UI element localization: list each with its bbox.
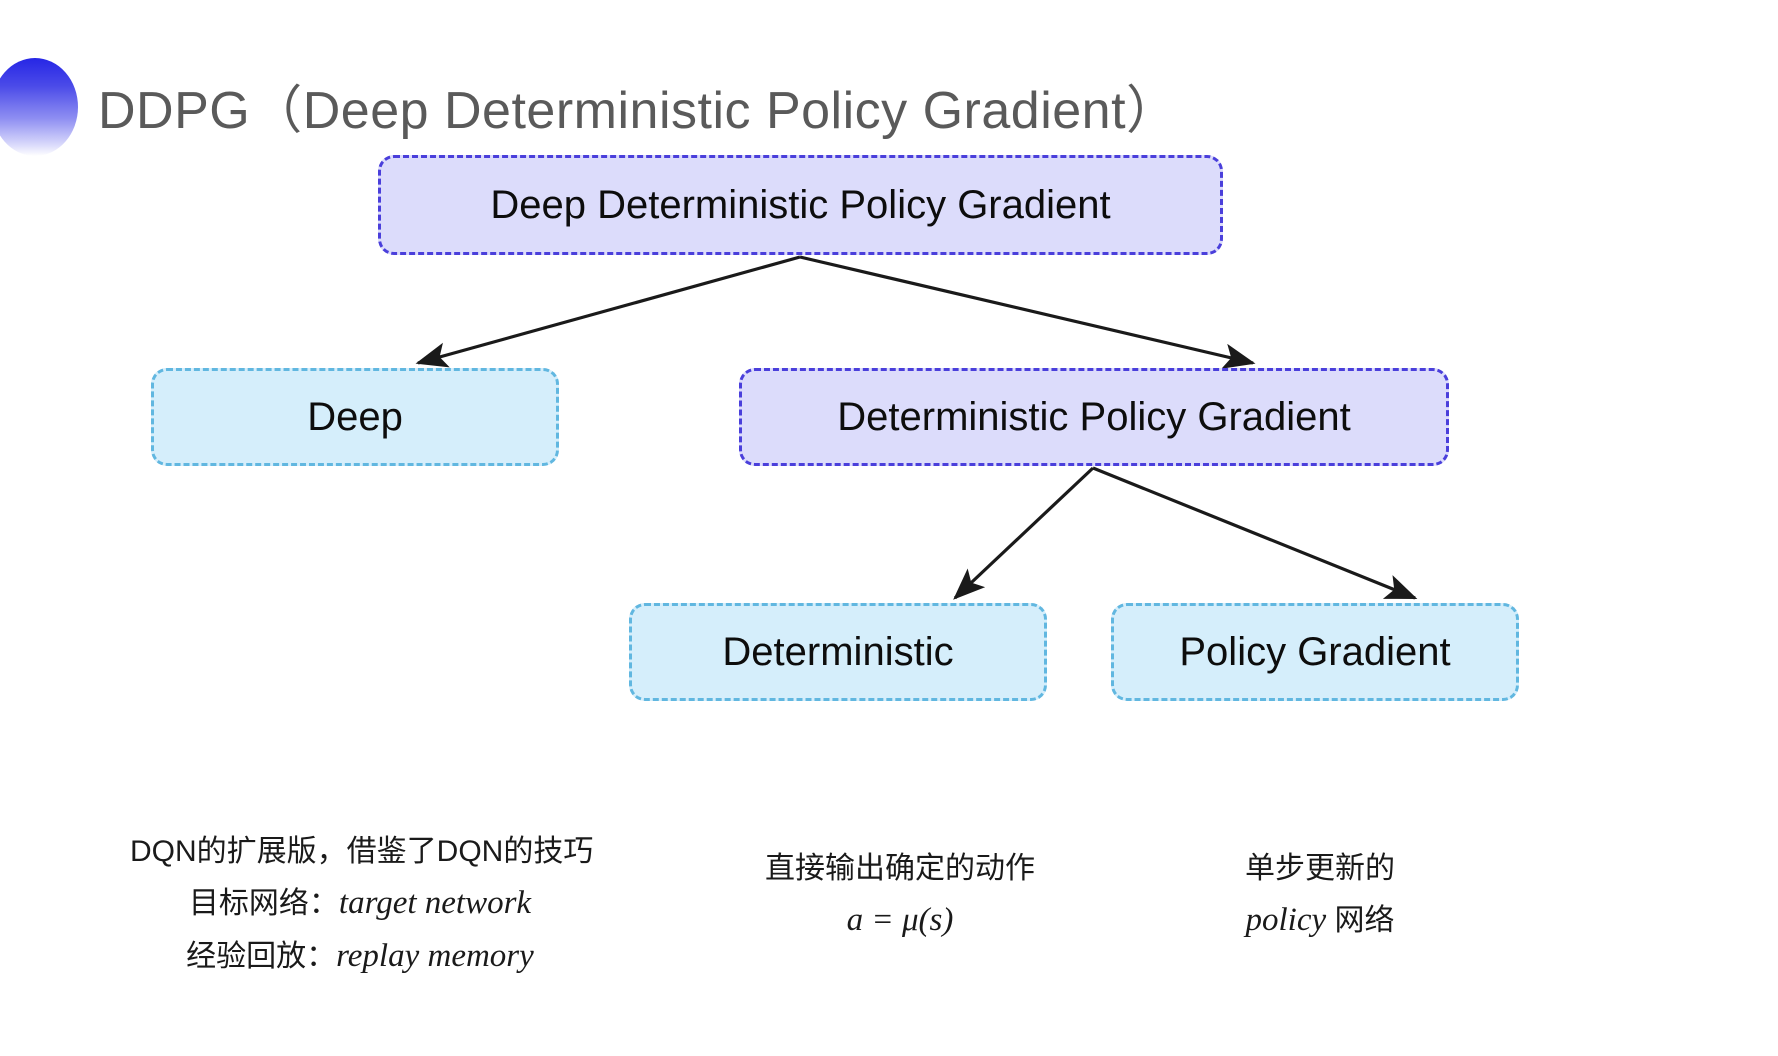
annotation-deterministic-line-1: 直接输出确定的动作	[765, 852, 1035, 885]
node-label: Deterministic Policy Gradient	[837, 395, 1351, 439]
gradient-half-ellipse-icon	[0, 58, 78, 156]
edge-root-to-dpg	[799, 255, 1256, 369]
annotation-policy-gradient-line-2: policy 网络	[1130, 894, 1510, 947]
annotation-deep: DQN的扩展版，借鉴了DQN的技巧 目标网络：target network 经验…	[130, 828, 594, 984]
edge-root-to-deep	[415, 255, 801, 368]
annotation-policy-gradient-term: policy	[1245, 901, 1327, 938]
annotation-deterministic-formula: a = μ(s)	[846, 901, 954, 938]
node-deep-deterministic-policy-gradient[interactable]: Deep Deterministic Policy Gradient	[378, 155, 1223, 255]
annotation-deep-line-2-label: 目标网络：	[188, 886, 339, 920]
node-label: Deterministic	[722, 630, 954, 674]
edge-dpg-to-policy-gradient	[1092, 466, 1418, 600]
annotation-deterministic: 直接输出确定的动作 a = μ(s)	[680, 845, 1120, 947]
annotation-deep-line-2: 目标网络：target network	[130, 877, 590, 930]
page-title: DDPG（Deep Deterministic Policy Gradient）	[98, 82, 1179, 140]
node-label: Deep Deterministic Policy Gradient	[490, 183, 1111, 227]
annotation-deep-line-1: DQN的扩展版，借鉴了DQN的技巧	[130, 835, 594, 868]
annotation-deep-line-3-label: 经验回放：	[186, 940, 337, 974]
node-deterministic[interactable]: Deterministic	[629, 603, 1047, 701]
annotation-deep-line-2-term: target network	[338, 884, 532, 921]
annotation-deep-line-3: 经验回放：replay memory	[130, 930, 590, 983]
annotation-policy-gradient: 单步更新的 policy 网络	[1130, 845, 1510, 947]
annotation-policy-gradient-line-1: 单步更新的	[1245, 852, 1395, 885]
annotation-deep-line-3-term: replay memory	[336, 938, 534, 975]
node-deterministic-policy-gradient[interactable]: Deterministic Policy Gradient	[739, 368, 1449, 466]
annotation-policy-gradient-suffix: 网络	[1326, 903, 1395, 937]
node-policy-gradient[interactable]: Policy Gradient	[1111, 603, 1519, 701]
node-label: Deep	[307, 395, 403, 439]
edge-dpg-to-deterministic	[953, 466, 1095, 600]
node-label: Policy Gradient	[1179, 630, 1451, 674]
node-deep[interactable]: Deep	[151, 368, 559, 466]
